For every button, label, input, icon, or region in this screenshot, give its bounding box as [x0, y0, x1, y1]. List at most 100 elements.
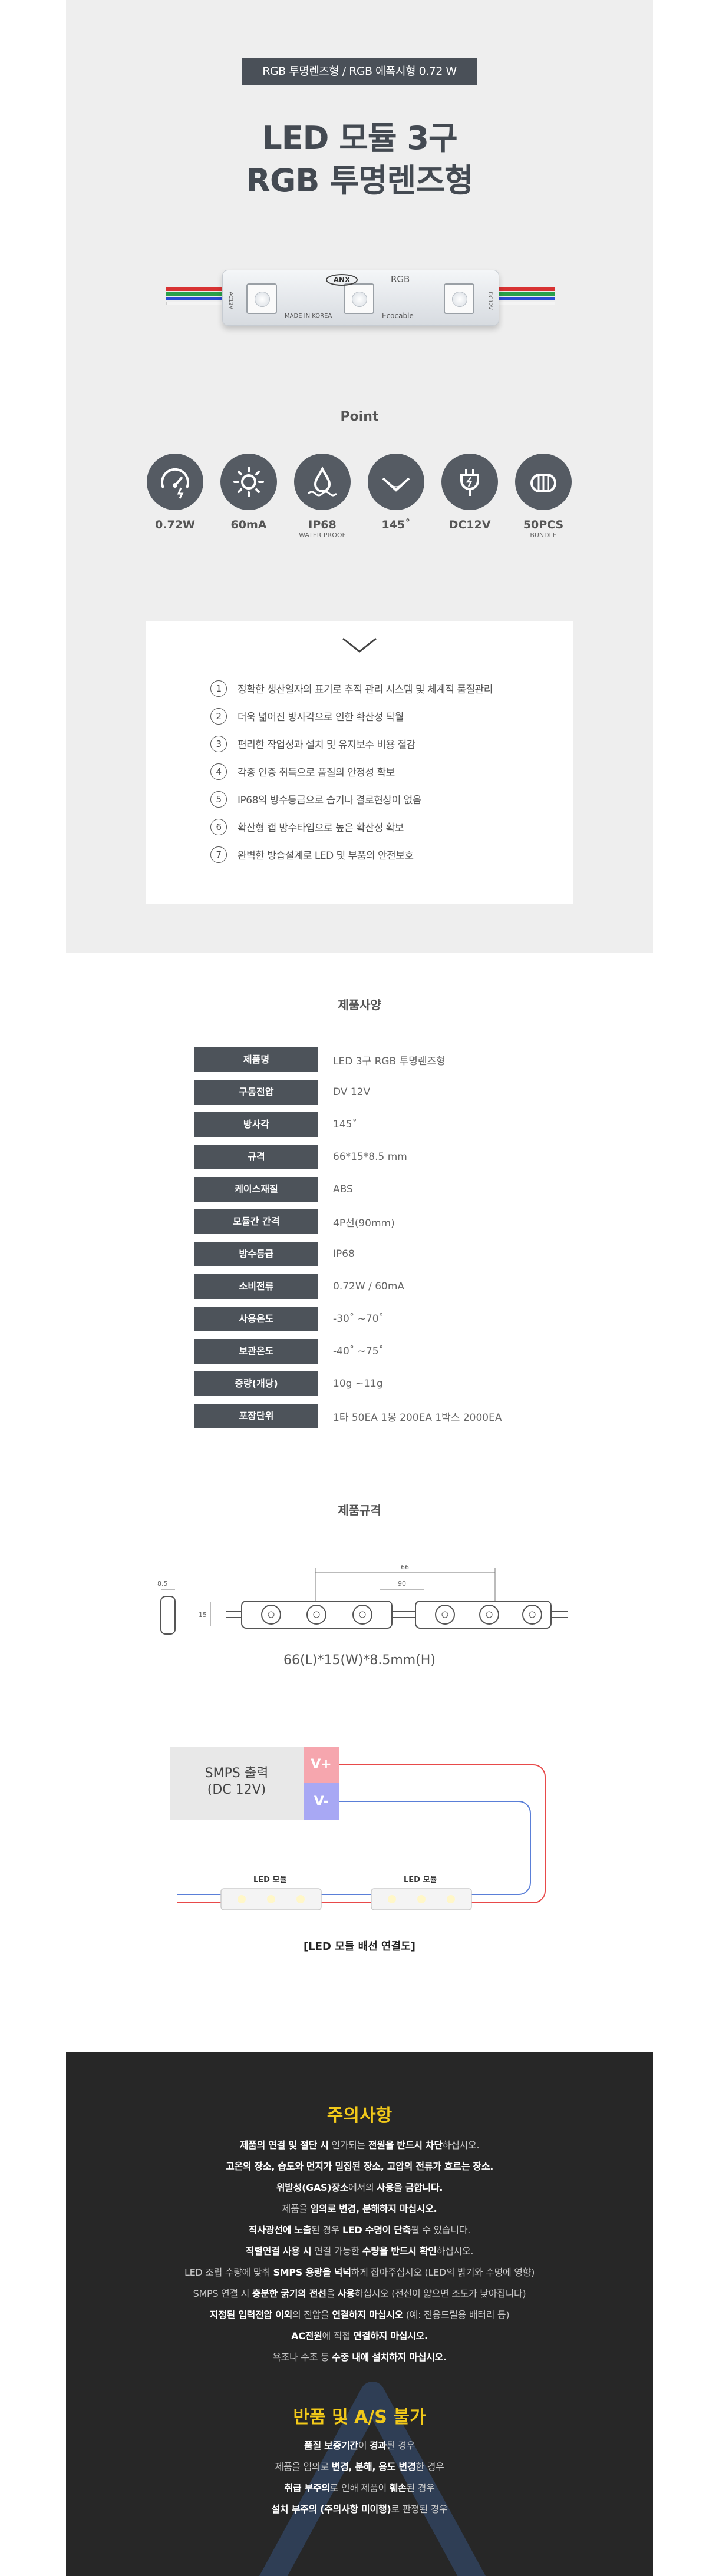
feature-text: 확산형 캡 방수타입으로 높은 확산성 확보: [238, 822, 404, 834]
dim-module-2: [415, 1601, 568, 1629]
led-chip-1: [246, 283, 277, 314]
feature-text: 완벽한 방습설계로 LED 및 부품의 안전보호: [238, 850, 414, 862]
feature-number: 7: [210, 846, 227, 863]
wire-left-red: [166, 287, 225, 291]
return-list: 품질 보증기간이 경과된 경우 제품을 임의로 변경, 분해, 용도 변경한 경…: [66, 2435, 653, 2520]
point-label-voltage: DC12V: [448, 518, 491, 531]
water-drop-icon: [307, 466, 338, 497]
spec-value: 4P선(90mm): [333, 1217, 395, 1229]
wire-right-blue: [496, 297, 555, 300]
chevron-down-icon: [342, 637, 377, 653]
caution-line: LED 조립 수량에 맞춰 SMPS 용량을 넉넉하게 잡아주십시오 (LED의…: [184, 2267, 535, 2278]
product-title-line2: RGB 투명렌즈형: [246, 162, 473, 199]
bundle-icon: [530, 474, 556, 492]
table-row: 포장단위 1타 50EA 1봉 200EA 1박스 2000EA: [194, 1404, 525, 1428]
spec-value: -40˚ ~75˚: [333, 1345, 384, 1357]
wiring-caption: [LED 모듈 배선 연결도]: [304, 1940, 415, 1953]
wire-left-blue: [166, 297, 225, 300]
return-line: 품질 보증기간이 경과된 경우: [304, 2440, 415, 2451]
spec-value: 1타 50EA 1봉 200EA 1박스 2000EA: [333, 1411, 502, 1424]
spec-value: DV 12V: [333, 1086, 371, 1098]
caution-list: 제품의 연결 및 절단 시 인가되는 전원을 반드시 차단하십시오. 고온의 장…: [66, 2135, 653, 2368]
caution-line: 고온의 장소, 습도와 먼지가 밀집된 장소, 고압의 전류가 흐르는 장소.: [225, 2161, 494, 2172]
negative-wire: [177, 1801, 531, 1895]
module-right-mark: DC12V: [487, 292, 493, 310]
module-body: ANX RGB MADE IN KOREA Ecocable AC12V DC1…: [222, 270, 499, 326]
module-made-in: MADE IN KOREA: [285, 313, 332, 319]
dimension-caption: 66(L)*15(W)*8.5mm(H): [283, 1653, 436, 1668]
dim-width-label: 15: [199, 1611, 207, 1619]
wire-right-red: [496, 287, 555, 291]
point-sub-bundle: BUNDLE: [530, 531, 557, 539]
v-plus-terminal: V+: [304, 1747, 339, 1783]
wire-right-white: [496, 302, 555, 305]
module-logo: ANX: [326, 274, 358, 286]
table-row: 중량(개당)10g ~11g: [194, 1371, 525, 1396]
caution-line: SMPS 연결 시 충분한 굵기의 전선을 사용하십시오 (전선이 얇으면 조도…: [193, 2288, 526, 2299]
smps-box: SMPS 출력 (DC 12V): [170, 1747, 304, 1820]
list-item: 3 편리한 작업성과 설치 및 유지보수 비용 절감: [210, 730, 552, 758]
gauge-icon: [161, 468, 189, 499]
table-row: 소비전류 0.72W / 60mA: [194, 1274, 525, 1299]
spec-key: 포장단위: [194, 1404, 318, 1428]
feature-number: 1: [210, 680, 227, 697]
spec-key: 보관온도: [194, 1339, 318, 1364]
wiring-module-2: [371, 1888, 472, 1910]
spec-key: 모듈간 간격: [194, 1209, 318, 1234]
spec-key: 구동전압: [194, 1080, 318, 1105]
product-title-line1: LED 모듈 3구: [262, 120, 457, 157]
feature-number: 3: [210, 735, 227, 752]
led-chip-2: [344, 283, 374, 314]
point-item-power: 0.72W: [146, 454, 205, 531]
return-line: 취급 부주의로 인해 제품이 훼손된 경우: [284, 2482, 435, 2494]
wiring-module-1: [220, 1888, 322, 1910]
v-minus-terminal: V-: [304, 1783, 339, 1820]
feature-text: 더욱 넓어진 방사각으로 인한 확산성 탁월: [238, 712, 404, 723]
point-label-bundle: 50PCS: [523, 518, 564, 531]
dim-module-1: [226, 1601, 393, 1629]
spec-value: 0.72W / 60mA: [333, 1281, 405, 1292]
caution-title: 주의사항: [326, 2105, 393, 2126]
point-label-power: 0.72W: [155, 518, 195, 531]
wiring-module-label-1: LED 모듈: [253, 1876, 287, 1884]
caution-line: 직사광선에 노출된 경우 LED 수명이 단축될 수 있습니다.: [248, 2224, 471, 2236]
point-label-angle: 145˚: [381, 518, 411, 531]
caution-line: 지정된 입력전압 이외의 전압을 연결하지 마십시오 (예: 전용드릴용 배터리…: [209, 2309, 510, 2320]
spec-key: 소비전류: [194, 1274, 318, 1299]
caution-line: 제품의 연결 및 절단 시 인가되는 전원을 반드시 차단하십시오.: [239, 2139, 480, 2151]
spec-value: 10g ~11g: [333, 1378, 383, 1390]
wiring-diagram: [177, 1764, 546, 1910]
side-view: [160, 1596, 176, 1635]
spec-key: 방수등급: [194, 1242, 318, 1266]
feature-number: 4: [210, 763, 227, 780]
return-line: 제품을 임의로 변경, 분해, 용도 변경한 경우: [275, 2461, 444, 2472]
point-item-voltage: DC12V: [440, 454, 499, 531]
feature-text: 편리한 작업성과 설치 및 유지보수 비용 절감: [238, 739, 415, 751]
point-item-bundle: 50PCS BUNDLE: [514, 454, 573, 539]
caution-section: 주의사항 제품의 연결 및 절단 시 인가되는 전원을 반드시 차단하십시오. …: [66, 2052, 653, 2576]
point-item-angle: 145˚: [367, 454, 426, 531]
spec-value: IP68: [333, 1248, 355, 1260]
led-chip-3: [444, 283, 474, 314]
smps-voltage: (DC 12V): [207, 1783, 266, 1797]
caution-line: 직렬연결 사용 시 연결 가능한 수량을 반드시 확인하십시오.: [245, 2246, 474, 2257]
caution-line: 제품을 임의로 변경, 분해하지 마십시오.: [282, 2203, 437, 2214]
spec-key: 규격: [194, 1145, 318, 1169]
spec-value: -30˚ ~70˚: [333, 1313, 384, 1325]
return-title: 반품 및 A/S 불가: [293, 2407, 426, 2428]
table-row: 방수등급 IP68: [194, 1242, 525, 1266]
return-line: 설치 부주의 (주의사항 미이행)로 판정된 경우: [271, 2504, 448, 2515]
module-brand: Ecocable: [382, 312, 414, 320]
